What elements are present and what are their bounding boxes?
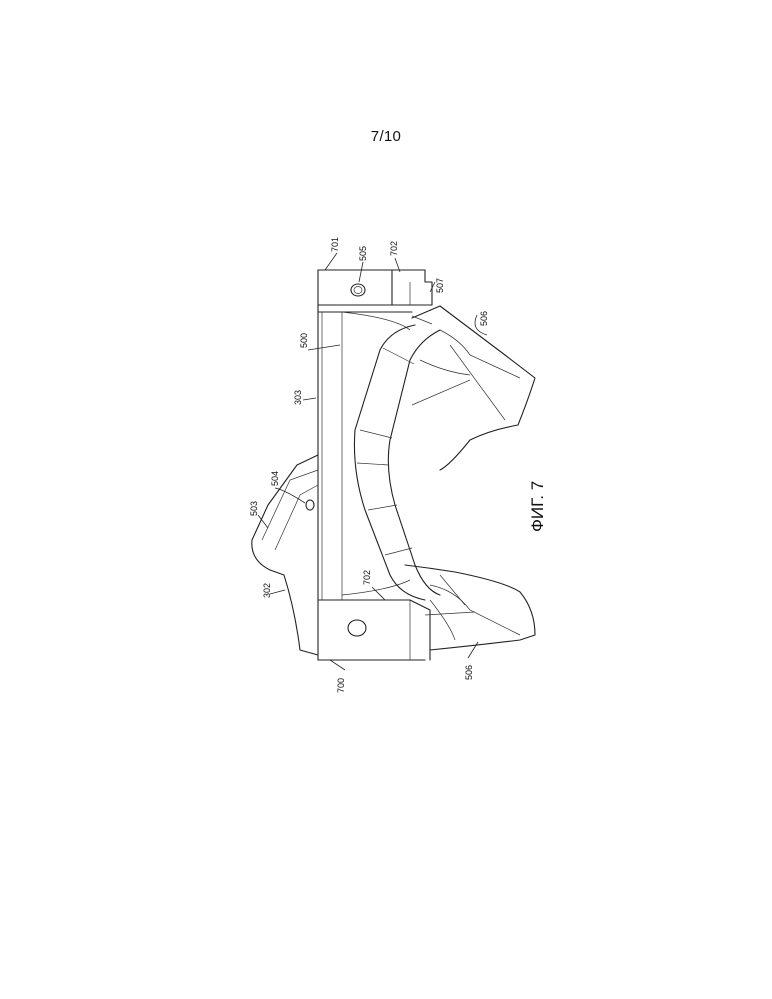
label-505: 505 — [358, 246, 368, 261]
main-body — [318, 270, 425, 660]
label-302: 302 — [262, 583, 272, 598]
label-506-bottom: 506 — [464, 665, 474, 680]
label-506-top: 506 — [479, 311, 489, 326]
label-700: 700 — [336, 678, 346, 693]
label-507: 507 — [435, 278, 445, 293]
bracket-506-top — [412, 306, 535, 470]
end-block-700 — [318, 600, 430, 660]
label-500: 500 — [299, 333, 309, 348]
label-503: 503 — [249, 501, 259, 516]
curved-tube — [354, 325, 440, 600]
label-504: 504 — [270, 471, 280, 486]
label-701: 701 — [330, 237, 340, 252]
figure-caption: ФИГ. 7 — [528, 481, 547, 532]
label-303: 303 — [293, 390, 303, 405]
label-702-top: 702 — [389, 241, 399, 256]
left-flange — [252, 455, 318, 655]
label-702-mid: 702 — [362, 570, 372, 585]
